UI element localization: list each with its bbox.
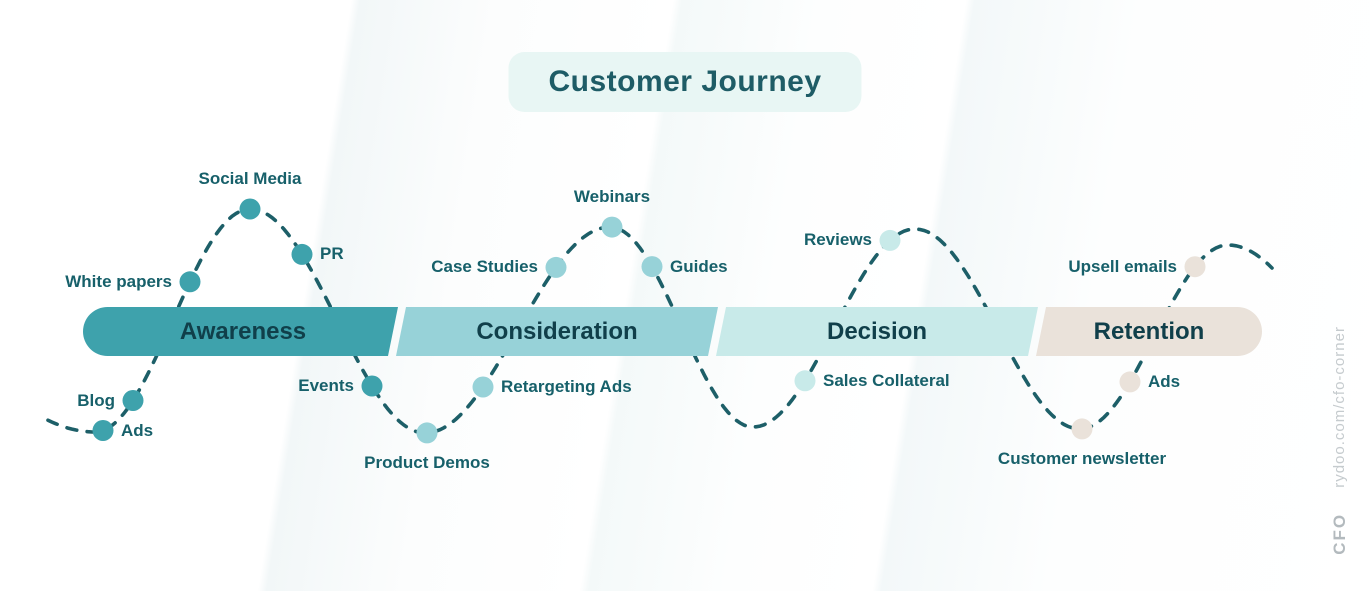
touchpoint-dot: [601, 216, 623, 238]
touchpoint-dot: [361, 375, 383, 397]
touchpoint-dot: [239, 198, 261, 220]
watermark-url: rydoo.com/cfo-corner: [1331, 326, 1348, 488]
touchpoint-dot: [179, 271, 201, 293]
touchpoint-dot: [472, 376, 494, 398]
touchpoint-dot: [1071, 418, 1093, 440]
touchpoint-dot: [879, 229, 901, 251]
touchpoint-dots-layer: [92, 198, 1206, 444]
stage-bar-awareness: [82, 307, 398, 356]
touchpoint-dot: [291, 243, 313, 265]
touchpoint-dot: [122, 390, 144, 411]
stage-label-awareness: Awareness: [179, 318, 307, 345]
stage-label-consideration: Consideration: [476, 318, 638, 345]
stage-label-retention: Retention: [1093, 318, 1205, 345]
touchpoint-dot: [545, 256, 567, 278]
stage-bar-retention: [1036, 307, 1262, 356]
watermark: CFO rydoo.com/cfo-corner: [1330, 326, 1350, 555]
stage-bar-consideration: [396, 307, 718, 356]
touchpoint-dot: [1119, 371, 1141, 393]
touchpoint-dot: [416, 422, 438, 444]
touchpoint-dot: [641, 256, 663, 278]
stage-label-decision: Decision: [826, 318, 928, 345]
touchpoint-dot: [92, 420, 114, 441]
stage-bar-decision: [716, 307, 1038, 356]
touchpoint-dot: [1184, 256, 1206, 278]
touchpoint-dot: [794, 370, 816, 392]
cfo-logo: CFO: [1330, 513, 1349, 555]
page-title: Customer Journey: [508, 52, 862, 112]
